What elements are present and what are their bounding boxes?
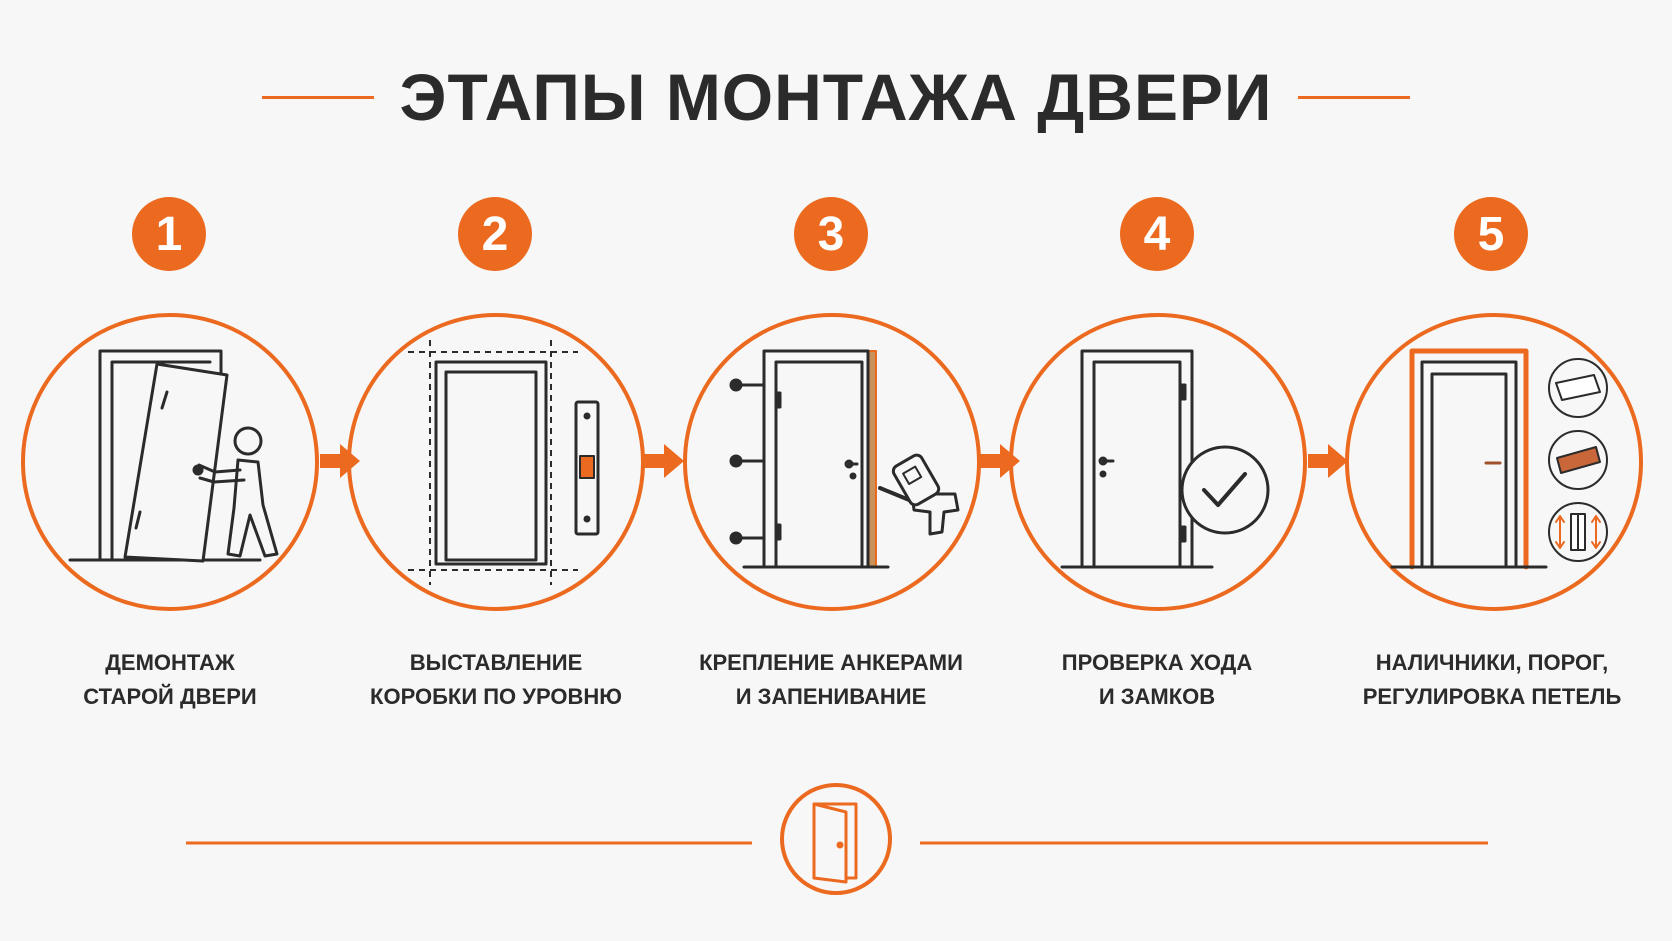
trim-threshold-hinge-icon [1390,348,1608,570]
step-caption-1: ДЕМОНТАЖ СТАРОЙ ДВЕРИ [20,646,320,714]
step-caption-2-line2: КОРОБКИ ПО УРОВНЮ [370,684,622,709]
step-caption-1-line2: СТАРОЙ ДВЕРИ [83,684,257,709]
step-caption-4: ПРОВЕРКА ХОДА И ЗАМКОВ [1007,646,1307,714]
title-line-right [1298,95,1411,99]
arrow-2-3 [644,444,684,478]
step-number-4: 4 [1120,197,1194,271]
step-caption-5-line1: НАЛИЧНИКИ, ПОРОГ, [1375,650,1609,675]
step-number-1: 1 [132,197,206,271]
frame-level-icon [408,340,600,585]
page-title: ЭТАПЫ МОНТАЖА ДВЕРИ [399,60,1273,134]
step-caption-3: КРЕПЛЕНИЕ АНКЕРАМИ И ЗАПЕНИВАНИЕ [681,646,981,714]
door-removal-icon [68,349,279,563]
step-caption-3-line2: И ЗАПЕНИВАНИЕ [735,684,927,709]
anchor-foam-icon [729,349,960,569]
step-caption-4-line1: ПРОВЕРКА ХОДА [1061,650,1253,675]
step-caption-2-line1: ВЫСТАВЛЕНИЕ [409,650,583,675]
step-caption-5: НАЛИЧНИКИ, ПОРОГ, РЕГУЛИРОВКА ПЕТЕЛЬ [1342,646,1642,714]
step-circle-3 [683,313,981,611]
step-circle-2 [347,313,645,611]
step-number-5: 5 [1454,197,1528,271]
step-caption-4-line2: И ЗАМКОВ [1098,684,1216,709]
step-number-3: 3 [794,197,868,271]
title-bar: ЭТАПЫ МОНТАЖА ДВЕРИ [0,52,1672,142]
step-caption-5-line2: РЕГУЛИРОВКА ПЕТЕЛЬ [1362,684,1622,709]
arrow-1-2 [320,444,360,478]
door-check-icon [1060,349,1270,569]
step-circle-5 [1345,313,1643,611]
arrow-4-5 [1308,444,1348,478]
step-caption-2: ВЫСТАВЛЕНИЕ КОРОБКИ ПО УРОВНЮ [346,646,646,714]
step-caption-3-line1: КРЕПЛЕНИЕ АНКЕРАМИ [699,650,963,675]
step-number-2: 2 [458,197,532,271]
step-caption-1-line1: ДЕМОНТАЖ [105,650,235,675]
open-door-icon [812,802,858,884]
title-line-left [261,95,374,99]
step-circle-4 [1009,313,1307,611]
arrow-3-4 [980,444,1020,478]
step-circle-1 [21,313,319,611]
